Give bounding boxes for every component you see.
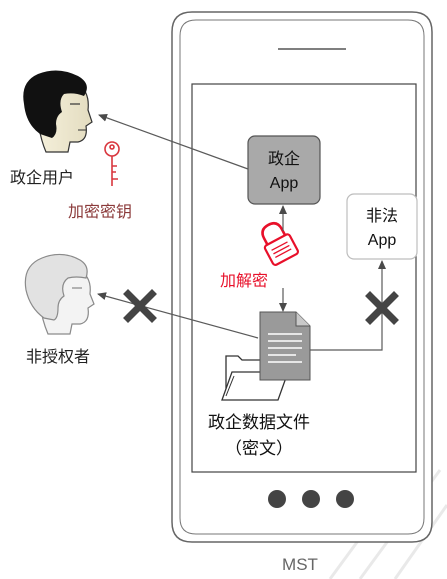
illegal-app-label-line2: App (368, 232, 397, 249)
lock-label: 加解密 (220, 271, 268, 290)
lock-icon (261, 222, 299, 266)
unauthorized-user-avatar (24, 253, 95, 335)
gov-app-label-line2: App (270, 175, 299, 192)
illegal-app-label-line1: 非法 (366, 206, 398, 225)
block-cross-illegal-app (365, 291, 399, 325)
file-label-line1: 政企数据文件 (208, 413, 310, 433)
gov-app-box[interactable] (247, 135, 321, 205)
arrows (97, 113, 386, 351)
gov-app-label-line1: 政企 (268, 149, 300, 168)
document-icon (259, 311, 311, 381)
gov-user-label: 政企用户 (10, 168, 74, 187)
arrow-app-to-user (98, 113, 249, 170)
file-label-line2: （密文） (225, 439, 293, 459)
key-icon (104, 141, 120, 186)
block-cross-unauthorized (123, 289, 157, 323)
device-name: MST (282, 555, 318, 574)
phone-button-dot[interactable] (302, 490, 320, 508)
key-label: 加密密钥 (68, 202, 132, 221)
illegal-app-box[interactable] (346, 193, 418, 260)
unauthorized-label: 非授权者 (26, 347, 90, 366)
phone-device (171, 11, 433, 543)
phone-button-dot[interactable] (268, 490, 286, 508)
arrow-file-to-unauthorized (97, 292, 259, 339)
arrow-file-to-illegal-app (310, 260, 386, 351)
gov-user-avatar (23, 70, 93, 153)
phone-button-dot[interactable] (336, 490, 354, 508)
